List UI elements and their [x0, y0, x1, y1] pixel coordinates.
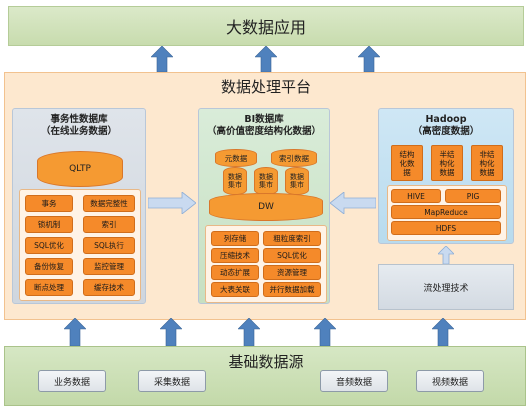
metadata-cylinder: 元数据 — [215, 149, 257, 167]
hadoop-panel: Hadoop （高密度数据） 结构 化数 据 半结 构化 数据 非结 构化 数据… — [378, 108, 514, 244]
up-arrow-icon — [160, 318, 182, 346]
data-mart-cylinder: 数据 集市 — [223, 167, 247, 195]
database-label: QLTP — [69, 164, 91, 174]
feature-tag: 监控管理 — [83, 258, 135, 275]
hive-tag: HIVE — [391, 189, 441, 203]
data-mart-label: 数据 集市 — [228, 173, 242, 189]
source-audio-data: 音频数据 — [320, 370, 388, 392]
data-mart-label: 数据 集市 — [259, 173, 273, 189]
feature-tag: SQL优化 — [25, 237, 73, 254]
metadata-label: 元数据 — [224, 153, 248, 163]
feature-tag: 并行数据加载 — [263, 282, 321, 297]
stream-label: 流处理技术 — [423, 283, 469, 294]
dw-cylinder: DW — [209, 193, 323, 221]
pig-tag: PIG — [445, 189, 501, 203]
source-business-data: 业务数据 — [38, 370, 106, 392]
feature-tag: 断点处理 — [25, 279, 73, 296]
up-arrow-icon — [255, 46, 277, 72]
left-arrow-icon — [330, 192, 376, 214]
data-mart-label: 数据 集市 — [290, 173, 304, 189]
feature-tag: 数据完整性 — [83, 195, 135, 212]
feature-tag: 缓存技术 — [83, 279, 135, 296]
up-arrow-icon — [432, 318, 454, 346]
dw-label: DW — [258, 202, 274, 212]
panel-subtitle: （高密度数据） — [412, 126, 480, 137]
panel-subtitle: （在线业务数据） — [40, 126, 117, 137]
banner-title: 大数据应用 — [225, 18, 306, 37]
panel-title: 事务性数据库 — [50, 114, 108, 125]
feature-tag: SQL执行 — [83, 237, 135, 254]
up-arrow-icon — [314, 318, 336, 346]
feature-tag: 压缩技术 — [211, 248, 259, 263]
feature-tag: 事务 — [25, 195, 73, 212]
up-arrow-icon — [151, 46, 173, 72]
platform-title: 数据处理平台 — [220, 78, 311, 96]
panel-title: BI数据库 — [244, 114, 284, 125]
index-data-label: 索引数据 — [279, 153, 309, 163]
base-title: 基础数据源 — [228, 353, 304, 371]
structured-data-tag: 结构 化数 据 — [391, 145, 423, 181]
bi-db-panel: BI数据库 （高价值密度结构化数据） 元数据 索引数据 数据 集市 数据 集市 … — [198, 108, 330, 304]
data-mart-cylinder: 数据 集市 — [254, 167, 278, 195]
feature-tag: 动态扩展 — [211, 265, 259, 280]
big-data-application-banner: 大数据应用 — [8, 6, 524, 46]
feature-tag: 锁机制 — [25, 216, 73, 233]
unstructured-data-tag: 非结 构化 数据 — [471, 145, 503, 181]
right-arrow-icon — [148, 192, 196, 214]
stream-processing-box: 流处理技术 — [378, 264, 514, 310]
semi-structured-data-tag: 半结 构化 数据 — [431, 145, 463, 181]
feature-tag: 索引 — [83, 216, 135, 233]
data-mart-cylinder: 数据 集市 — [285, 167, 309, 195]
up-arrow-icon — [238, 318, 260, 346]
index-data-cylinder: 索引数据 — [271, 149, 317, 167]
feature-tag: 备份恢复 — [25, 258, 73, 275]
up-arrow-icon — [64, 318, 86, 346]
hdfs-tag: HDFS — [391, 221, 501, 235]
source-collected-data: 采集数据 — [138, 370, 206, 392]
mapreduce-tag: MapReduce — [391, 205, 501, 219]
feature-tag: 资源管理 — [263, 265, 321, 280]
up-arrow-icon — [358, 46, 380, 72]
feature-tag: 大表关联 — [211, 282, 259, 297]
feature-tag: 列存储 — [211, 231, 259, 246]
transactional-db-panel: 事务性数据库 （在线业务数据） QLTP 事务 数据完整性 锁机制 索引 SQL… — [12, 108, 146, 304]
source-video-data: 视频数据 — [416, 370, 484, 392]
panel-title: Hadoop — [425, 114, 467, 125]
database-cylinder: QLTP — [37, 151, 123, 187]
feature-tag: SQL优化 — [263, 248, 321, 263]
up-arrow-icon — [438, 246, 454, 264]
panel-subtitle: （高价值密度结构化数据） — [206, 126, 321, 137]
feature-tag: 粗粒度索引 — [263, 231, 321, 246]
